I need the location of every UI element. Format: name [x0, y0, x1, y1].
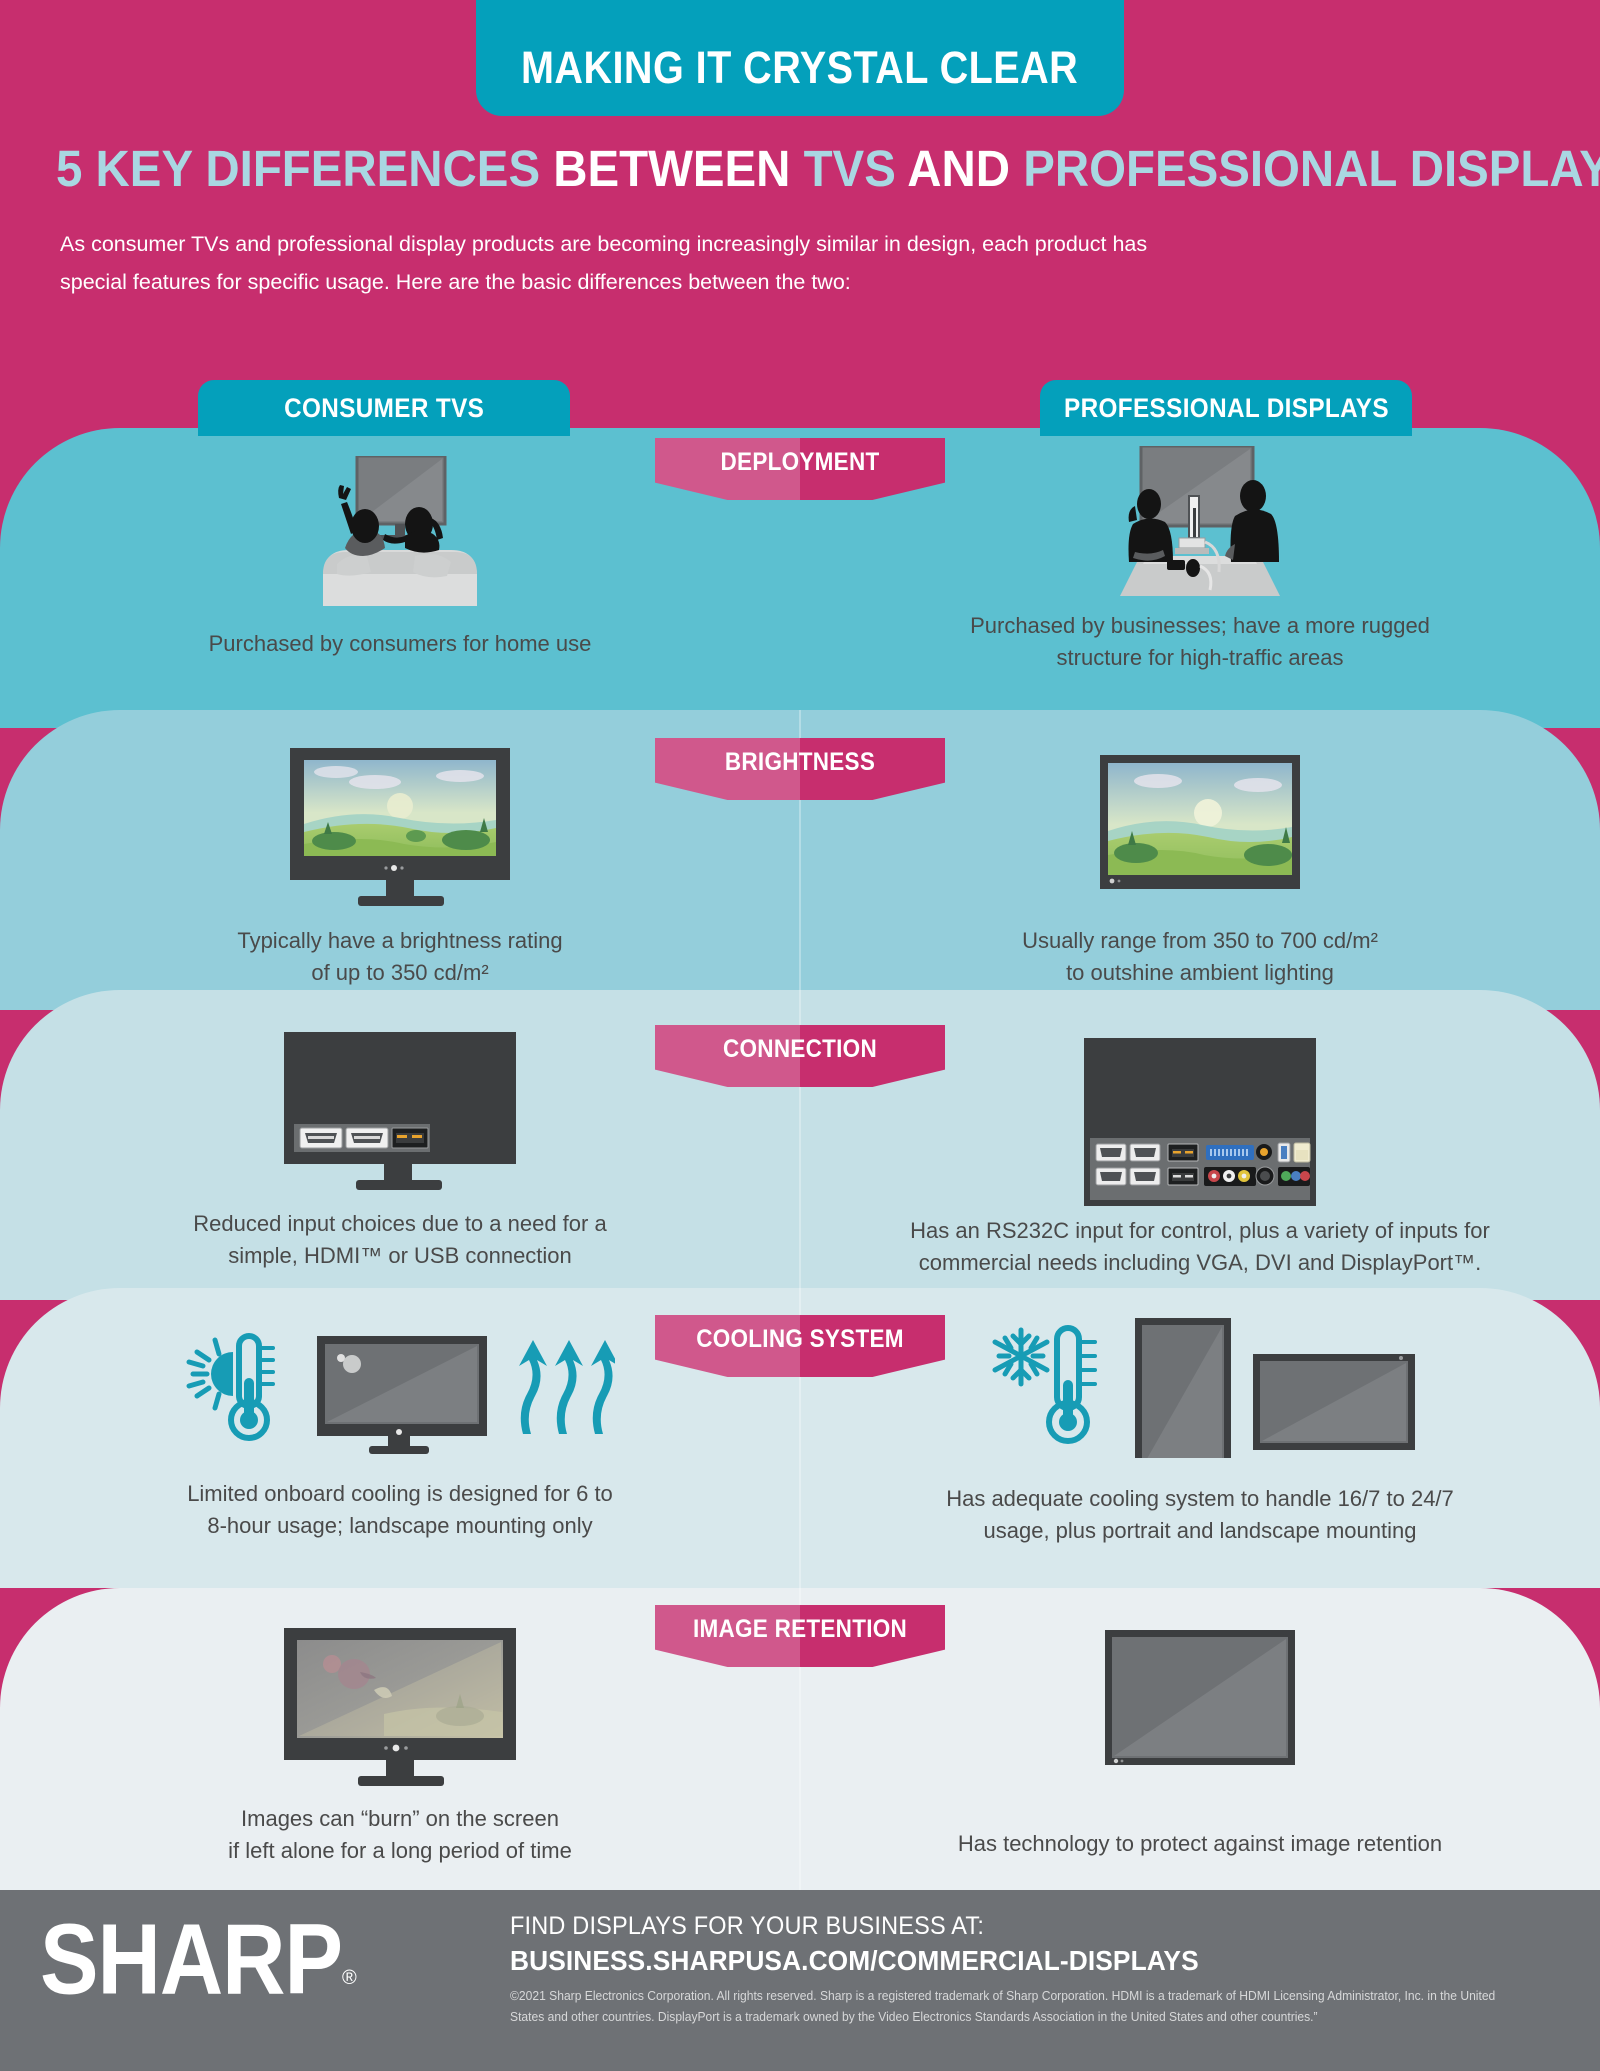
- caption-line: Usually range from 350 to 700 cd/m²: [1022, 928, 1378, 953]
- caption-line: usage, plus portrait and landscape mount…: [983, 1518, 1417, 1543]
- heat-wave-arrows-icon: [519, 1340, 615, 1434]
- illustration-pro-brightness-display: [800, 755, 1600, 889]
- page-title: 5 KEY DIFFERENCES BETWEEN TVS AND PROFES…: [56, 140, 1600, 198]
- title-badge-label: MAKING IT CRYSTAL CLEAR: [521, 42, 1079, 93]
- ribbon-connection: CONNECTION: [655, 1025, 945, 1087]
- illustration-pro-retention-display: [800, 1630, 1600, 1765]
- caption-deployment-consumer: Purchased by consumers for home use: [0, 628, 800, 660]
- intro-line-1: As consumer TVs and professional display…: [60, 232, 1148, 256]
- center-divider: [799, 990, 801, 1300]
- caption-line: Purchased by consumers for home use: [208, 631, 592, 656]
- caption-line: Reduced input choices due to a need for …: [193, 1211, 607, 1236]
- caption-cooling-consumer: Limited onboard cooling is designed for …: [0, 1478, 800, 1542]
- caption-line: Purchased by businesses; have a more rug…: [970, 613, 1430, 638]
- illustration-consumer-ports: [0, 1032, 800, 1192]
- headline-part-4: AND: [907, 140, 1024, 197]
- illustration-consumer-brightness-tv: [0, 748, 800, 908]
- ribbon-brightness-label: BRIGHTNESS: [724, 747, 876, 776]
- tab-consumer-tvs-label: CONSUMER TVS: [283, 392, 485, 423]
- headline-part-1: 5 KEY DIFFERENCES: [56, 140, 554, 197]
- sun-thermometer-icon: [186, 1333, 275, 1441]
- tab-consumer-tvs[interactable]: CONSUMER TVS: [198, 380, 570, 436]
- caption-line: Images can “burn” on the screen: [241, 1806, 559, 1831]
- sharp-logo: SHARP ®: [40, 1904, 460, 2015]
- caption-line: 8-hour usage; landscape mounting only: [207, 1513, 593, 1538]
- intro-line-2: special features for specific usage. Her…: [60, 270, 851, 294]
- ribbon-image-retention: IMAGE RETENTION: [655, 1605, 945, 1667]
- caption-line: Has an RS232C input for control, plus a …: [910, 1218, 1490, 1243]
- caption-line: Has adequate cooling system to handle 16…: [946, 1486, 1454, 1511]
- snowflake-thermometer-icon: [992, 1325, 1097, 1444]
- ribbon-brightness: BRIGHTNESS: [655, 738, 945, 800]
- caption-line: commercial needs including VGA, DVI and …: [918, 1250, 1482, 1275]
- headline-part-3: TVS: [803, 140, 908, 197]
- caption-line: to outshine ambient lighting: [1066, 960, 1334, 985]
- caption-line: Has technology to protect against image …: [957, 1831, 1443, 1856]
- caption-connection-consumer: Reduced input choices due to a need for …: [0, 1208, 800, 1272]
- row-cooling-system: Limited onboard cooling is designed for …: [0, 1288, 1600, 1588]
- caption-cooling-pro: Has adequate cooling system to handle 16…: [800, 1483, 1600, 1547]
- headline-part-5: PROFESSIONAL DISPLAYS: [1023, 140, 1600, 197]
- caption-connection-pro: Has an RS232C input for control, plus a …: [800, 1215, 1600, 1279]
- intro-paragraph: As consumer TVs and professional display…: [60, 225, 1540, 301]
- footer-url-link[interactable]: BUSINESS.SHARPUSA.COM/COMMERCIAL-DISPLAY…: [510, 1945, 1199, 1976]
- registered-trademark-icon: ®: [342, 1967, 357, 1989]
- footer: SHARP ® FIND DISPLAYS FOR YOUR BUSINESS …: [0, 1890, 1600, 2071]
- illustration-business-meeting: [800, 446, 1600, 596]
- caption-line: structure for high-traffic areas: [1056, 645, 1344, 670]
- sharp-logo-text: SHARP: [40, 1903, 343, 2016]
- illustration-pro-ports: [800, 1038, 1600, 1208]
- ribbon-deployment: DEPLOYMENT: [655, 438, 945, 500]
- illustration-home-viewing: [0, 456, 800, 611]
- caption-line: Typically have a brightness rating: [237, 928, 563, 953]
- footer-text-block: FIND DISPLAYS FOR YOUR BUSINESS AT: BUSI…: [510, 1912, 1570, 2028]
- illustration-burn-in-tv: [0, 1628, 800, 1788]
- footer-legal-text: ©2021 Sharp Electronics Corporation. All…: [510, 1989, 1496, 2024]
- caption-line: simple, HDMI™ or USB connection: [228, 1243, 572, 1268]
- ribbon-cooling-system: COOLING SYSTEM: [655, 1315, 945, 1377]
- caption-line: if left alone for a long period of time: [228, 1838, 572, 1863]
- caption-deployment-pro: Purchased by businesses; have a more rug…: [800, 610, 1600, 674]
- tab-professional-displays[interactable]: PROFESSIONAL DISPLAYS: [1040, 380, 1412, 436]
- tab-professional-displays-label: PROFESSIONAL DISPLAYS: [1063, 392, 1389, 423]
- caption-retention-consumer: Images can “burn” on the screen if left …: [0, 1803, 800, 1867]
- illustration-pro-cooling: [800, 1318, 1600, 1458]
- illustration-consumer-cooling: [0, 1326, 800, 1461]
- center-divider: [799, 1288, 801, 1588]
- headline-part-2: BETWEEN: [553, 140, 804, 197]
- ribbon-image-retention-label: IMAGE RETENTION: [692, 1614, 908, 1643]
- caption-line: of up to 350 cd/m²: [311, 960, 489, 985]
- title-badge: MAKING IT CRYSTAL CLEAR: [476, 0, 1124, 116]
- center-divider: [799, 1588, 801, 1890]
- ribbon-deployment-label: DEPLOYMENT: [720, 447, 880, 476]
- caption-brightness-pro: Usually range from 350 to 700 cd/m² to o…: [800, 925, 1600, 989]
- caption-brightness-consumer: Typically have a brightness rating of up…: [0, 925, 800, 989]
- caption-retention-pro: Has technology to protect against image …: [800, 1828, 1600, 1860]
- footer-find-line: FIND DISPLAYS FOR YOUR BUSINESS AT:: [510, 1912, 985, 1940]
- caption-line: Limited onboard cooling is designed for …: [187, 1481, 613, 1506]
- ribbon-cooling-system-label: COOLING SYSTEM: [696, 1324, 904, 1353]
- ribbon-connection-label: CONNECTION: [723, 1034, 877, 1063]
- center-divider: [799, 710, 801, 1010]
